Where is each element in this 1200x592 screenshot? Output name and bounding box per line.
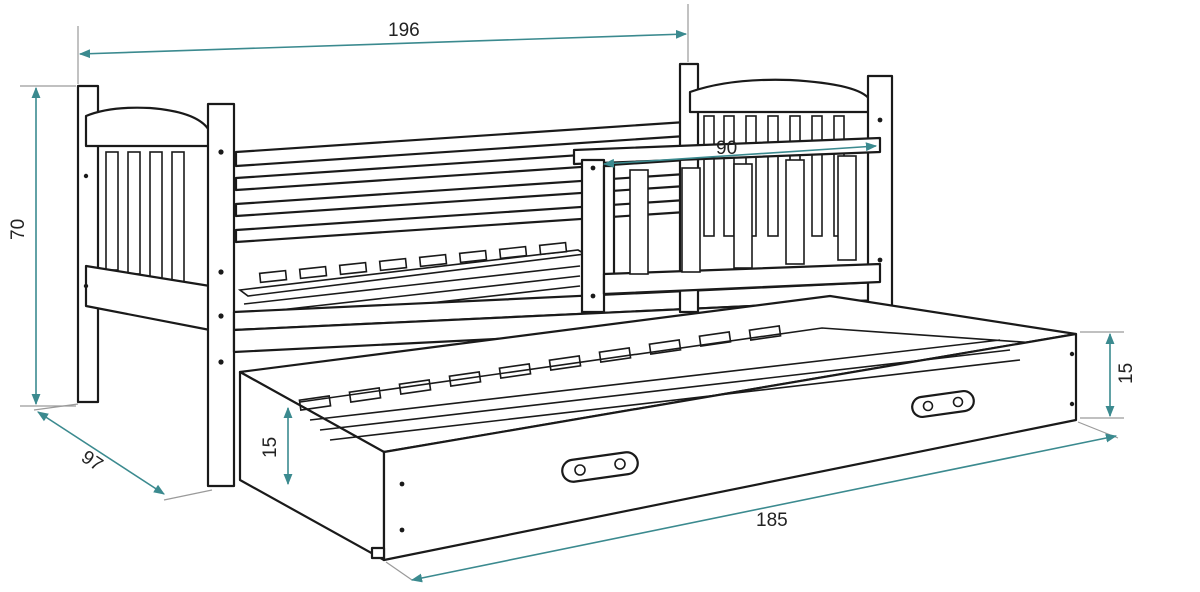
left-headboard bbox=[76, 84, 236, 488]
dimension-length-total: 196 bbox=[77, 4, 689, 84]
dim-length-total-label: 196 bbox=[388, 20, 420, 41]
dimension-drawer-length: 185 bbox=[385, 421, 1119, 583]
dim-rail-length-label: 90 bbox=[716, 138, 737, 159]
dimension-drawer-height-side: 15 bbox=[260, 406, 293, 486]
dimension-height: 70 bbox=[8, 85, 76, 407]
drawer-handle-right bbox=[911, 389, 975, 419]
dim-drawer-height-side-label: 15 bbox=[260, 437, 281, 458]
dim-drawer-height-front-label: 15 bbox=[1116, 363, 1137, 384]
backrest bbox=[234, 120, 688, 244]
dim-drawer-length-label: 185 bbox=[756, 510, 788, 531]
dimension-depth: 97 bbox=[33, 403, 213, 501]
dimension-rail-length: 90 bbox=[602, 138, 878, 168]
dim-depth-label: 97 bbox=[77, 447, 106, 476]
dim-height-label: 70 bbox=[8, 219, 29, 240]
dimension-drawer-height-front: 15 bbox=[1080, 331, 1137, 419]
